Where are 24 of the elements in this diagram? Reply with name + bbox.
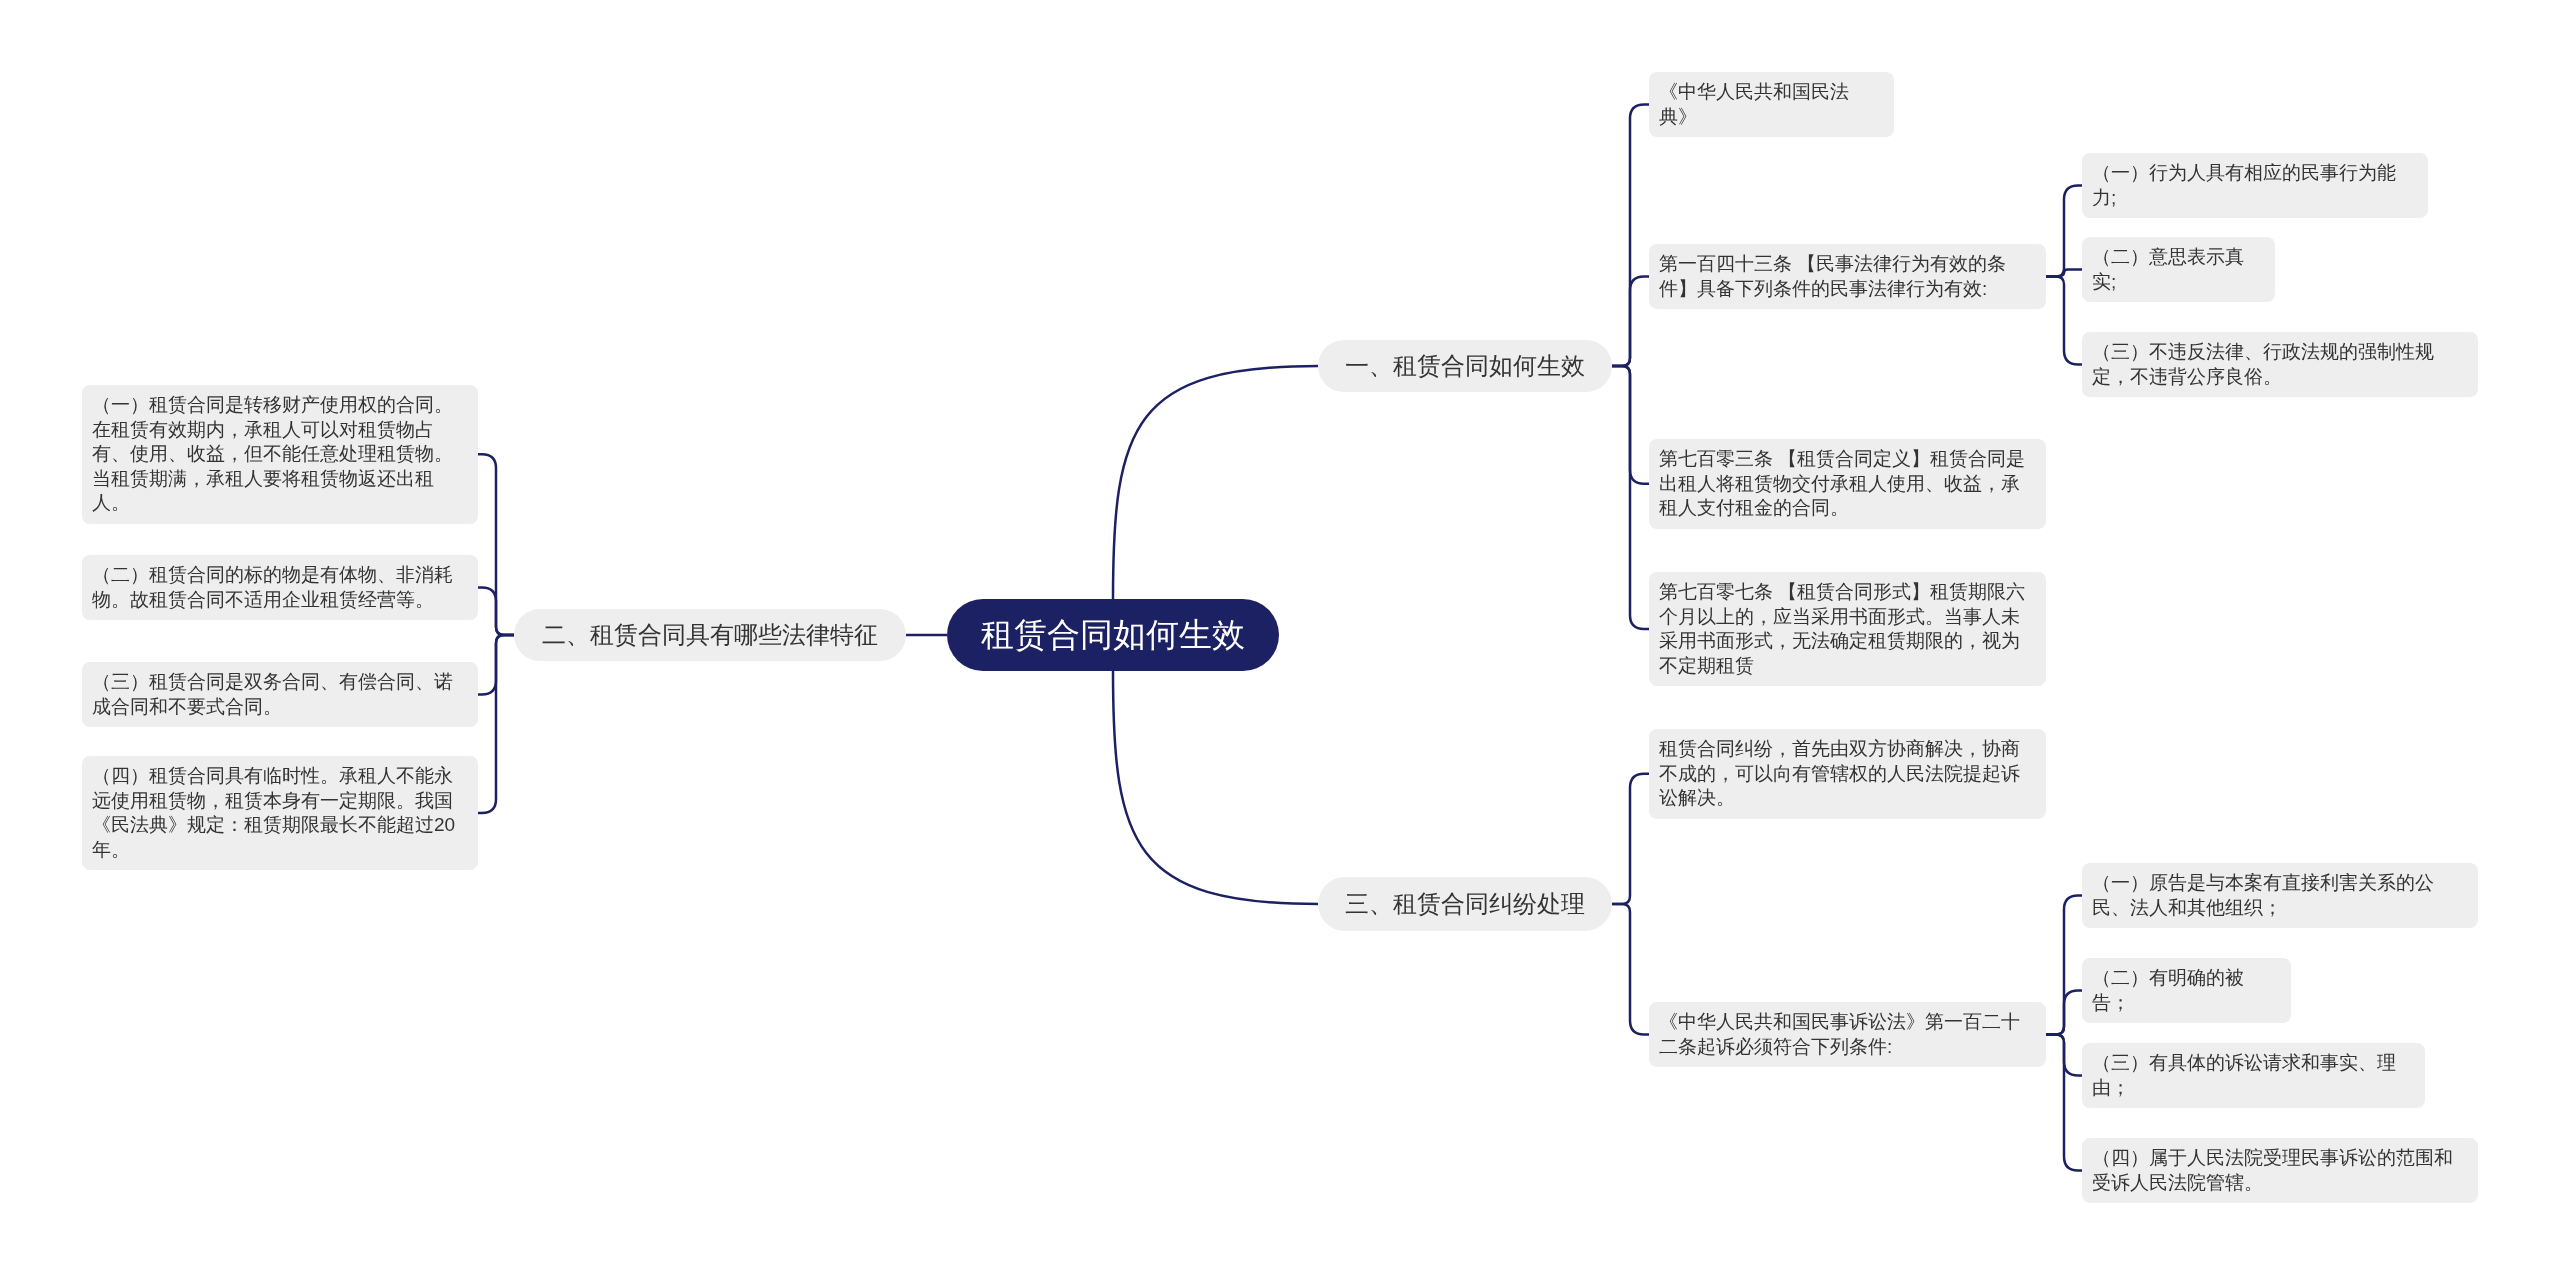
note-box: 租赁合同纠纷，首先由双方协商解决，协商不成的，可以向有管辖权的人民法院提起诉讼解决。 xyxy=(1649,729,2046,819)
connector-line xyxy=(906,633,947,637)
note-box: 《中华人民共和国民法典》 xyxy=(1649,72,1894,137)
branch-topic: 一、租赁合同如何生效 xyxy=(1318,340,1612,392)
note-box: （一）租赁合同是转移财产使用权的合同。在租赁有效期内，承租人可以对租赁物占有、使用、收益，但不能任意处理租赁物。当租赁期满，承租人要将租赁物返还出租人。 xyxy=(82,385,478,524)
note-box: 第七百零三条 【租赁合同定义】租赁合同是出租人将租赁物交付承租人使用、收益，承租人支付租金的合同。 xyxy=(1649,439,2046,529)
note-box: 第一百四十三条 【民事法律行为有效的条件】具备下列条件的民事法律行为有效: xyxy=(1649,244,2046,309)
note-box: （一）原告是与本案有直接利害关系的公民、法人和其他组织； xyxy=(2082,863,2478,928)
note-box: （二）意思表示真实; xyxy=(2082,237,2275,302)
note-box: （三）不违反法律、行政法规的强制性规定，不违背公序良俗。 xyxy=(2082,332,2478,397)
note-box: （三）租赁合同是双务合同、有偿合同、诺成合同和不要式合同。 xyxy=(82,662,478,727)
note-box: （一）行为人具有相应的民事行为能力; xyxy=(2082,153,2428,218)
note-box: （二）有明确的被告； xyxy=(2082,958,2291,1023)
note-box: （四）租赁合同具有临时性。承租人不能永远使用租赁物，租赁本身有一定期限。我国《民法典》规定：租赁期限最长不能超过20年。 xyxy=(82,756,478,870)
branch-topic: 二、租赁合同具有哪些法律特征 xyxy=(514,609,906,661)
note-box: （二）租赁合同的标的物是有体物、非消耗物。故租赁合同不适用企业租赁经营等。 xyxy=(82,555,478,620)
note-box: 第七百零七条 【租赁合同形式】租赁期限六个月以上的，应当采用书面形式。当事人未采用书面形式，无法确定租赁期限的，视为不定期租赁 xyxy=(1649,572,2046,686)
branch-topic: 三、租赁合同纠纷处理 xyxy=(1318,877,1612,931)
note-box: （四）属于人民法院受理民事诉讼的范围和受诉人民法院管辖。 xyxy=(2082,1138,2478,1203)
note-box: 《中华人民共和国民事诉讼法》第一百二十二条起诉必须符合下列条件: xyxy=(1649,1002,2046,1067)
note-box: （三）有具体的诉讼请求和事实、理由； xyxy=(2082,1043,2425,1108)
connector-line xyxy=(1111,364,1319,599)
root-topic: 租赁合同如何生效 xyxy=(947,599,1279,671)
connector-line xyxy=(1111,671,1319,906)
